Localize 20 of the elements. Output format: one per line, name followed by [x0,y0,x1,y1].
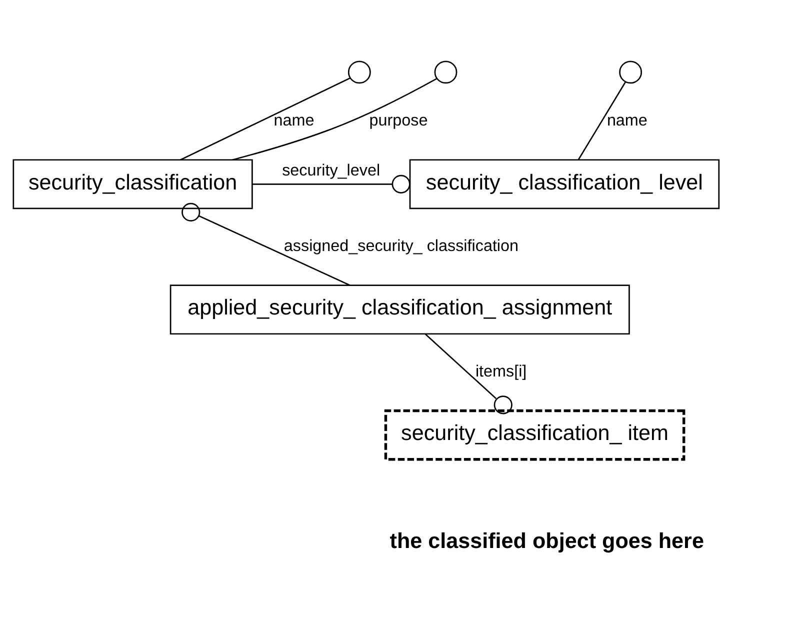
edge-label: assigned_security_ classification [284,237,519,256]
connector [232,78,438,160]
node-circle [434,60,458,84]
node-circle [348,60,371,84]
connector [182,202,350,286]
node-box: security_classification_ item [384,409,686,461]
node-circle [619,60,642,84]
label: the classified object goes here [390,528,704,554]
connector [424,334,512,414]
connector [252,174,410,194]
node-box: security_classification [12,159,253,210]
edge-label: name [606,112,648,130]
edge-label: items[i] [475,362,527,381]
edge-label: name [274,112,314,130]
node-box: security_ classification_ level [409,159,720,210]
edge-label: purpose [369,112,428,130]
node-box: applied_security_ classification_ assignment [170,284,630,335]
connector [180,77,351,160]
connector [578,82,626,160]
edge-label: security_level [282,162,380,180]
